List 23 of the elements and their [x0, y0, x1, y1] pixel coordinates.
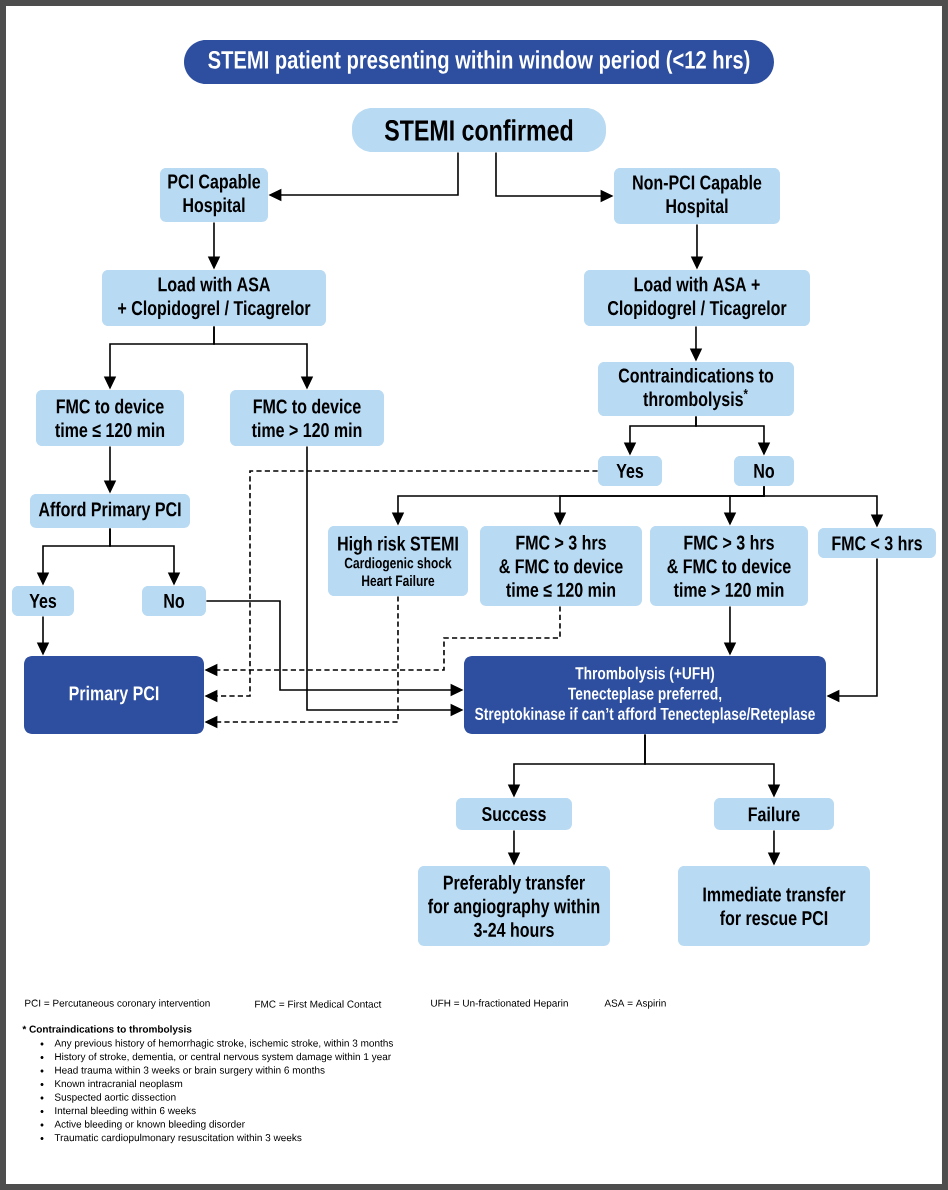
decision-box: FMC to device time ≤ 120 min	[36, 390, 184, 446]
decision-box: FMC > 3 hrs & FMC to device time > 120 min	[650, 526, 808, 606]
treatment-box: Thrombolysis (+UFH) Tenecteplase preferred, Streptokinase if can’t afford Tenecteplase/Reteplase	[464, 656, 826, 734]
process-box: Load with ASA + Clopidogrel / Ticagrelor	[584, 270, 810, 326]
process-box: PCI Capable Hospital	[160, 168, 268, 222]
choice-box: No	[734, 456, 794, 486]
decision-box: FMC to device time > 120 min	[230, 390, 384, 446]
start-pill: STEMI confirmed	[352, 108, 606, 152]
process-box: Preferably transfer for angiography within 3-24 hours	[418, 866, 610, 946]
decision-box: FMC < 3 hrs	[818, 528, 936, 558]
choice-box: Yes	[12, 586, 74, 616]
decision-box: Afford Primary PCI	[30, 494, 190, 528]
process-box: Immediate transfer for rescue PCI	[678, 866, 870, 946]
choice-box: Yes	[598, 456, 662, 486]
choice-box: Success	[456, 798, 572, 830]
choice-box: Failure	[714, 798, 834, 830]
decision-box: FMC > 3 hrs & FMC to device time ≤ 120 min	[480, 526, 642, 606]
title-banner: STEMI patient presenting within window period (<12 hrs)	[184, 40, 774, 84]
decision-box: Contraindications to thrombolysis$^{*}$	[598, 362, 794, 416]
treatment-box: Primary PCI	[24, 656, 204, 734]
choice-box: No	[142, 586, 206, 616]
process-box: Non-PCI Capable Hospital	[614, 168, 780, 224]
process-box: Load with ASA + Clopidogrel / Ticagrelor	[102, 270, 326, 326]
